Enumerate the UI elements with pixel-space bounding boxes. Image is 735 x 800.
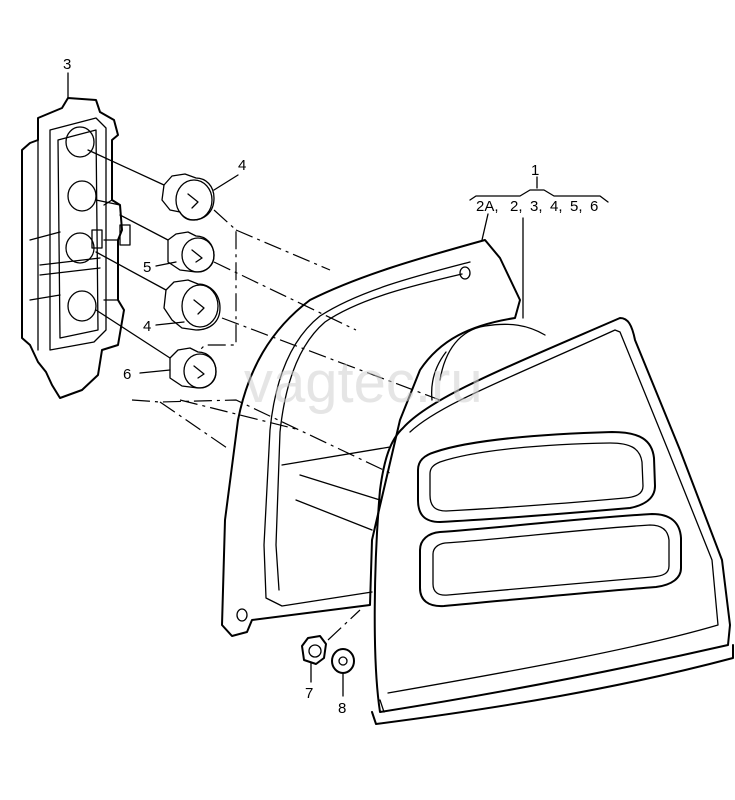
bulb-holder xyxy=(21,97,131,399)
bulb-5 xyxy=(167,231,215,273)
callout-1: 1 xyxy=(531,162,539,179)
assembly-lines xyxy=(87,149,441,641)
callout-1-group-2a: 2A, xyxy=(476,198,499,215)
callout-7: 7 xyxy=(305,685,313,702)
bulb-6 xyxy=(169,347,217,389)
bulb-4-bottom xyxy=(163,279,221,331)
callout-labels: 1 2A, 2, 3, 4, 5, 6 3 4 5 4 6 7 8 xyxy=(63,56,598,717)
callout-3: 3 xyxy=(63,56,71,73)
callout-1-group-4: 4, xyxy=(550,198,563,215)
callout-1-group-2: 2, xyxy=(510,198,523,215)
lamp-lens xyxy=(371,317,734,725)
callout-6: 6 xyxy=(123,366,131,383)
callout-4-bottom: 4 xyxy=(143,318,151,335)
callout-4-top: 4 xyxy=(238,157,246,174)
washer xyxy=(331,648,355,674)
callout-5: 5 xyxy=(143,259,151,276)
callout-leaders xyxy=(67,72,609,697)
callout-1-group-5: 5, xyxy=(570,198,583,215)
bulb-4-top xyxy=(161,173,215,221)
nut xyxy=(301,635,327,665)
callout-8: 8 xyxy=(338,700,346,717)
watermark: vagtec.ru xyxy=(244,350,483,415)
callout-1-group-3: 3, xyxy=(530,198,543,215)
lamp-housing xyxy=(221,239,546,637)
callout-1-group-6: 6 xyxy=(590,198,598,215)
